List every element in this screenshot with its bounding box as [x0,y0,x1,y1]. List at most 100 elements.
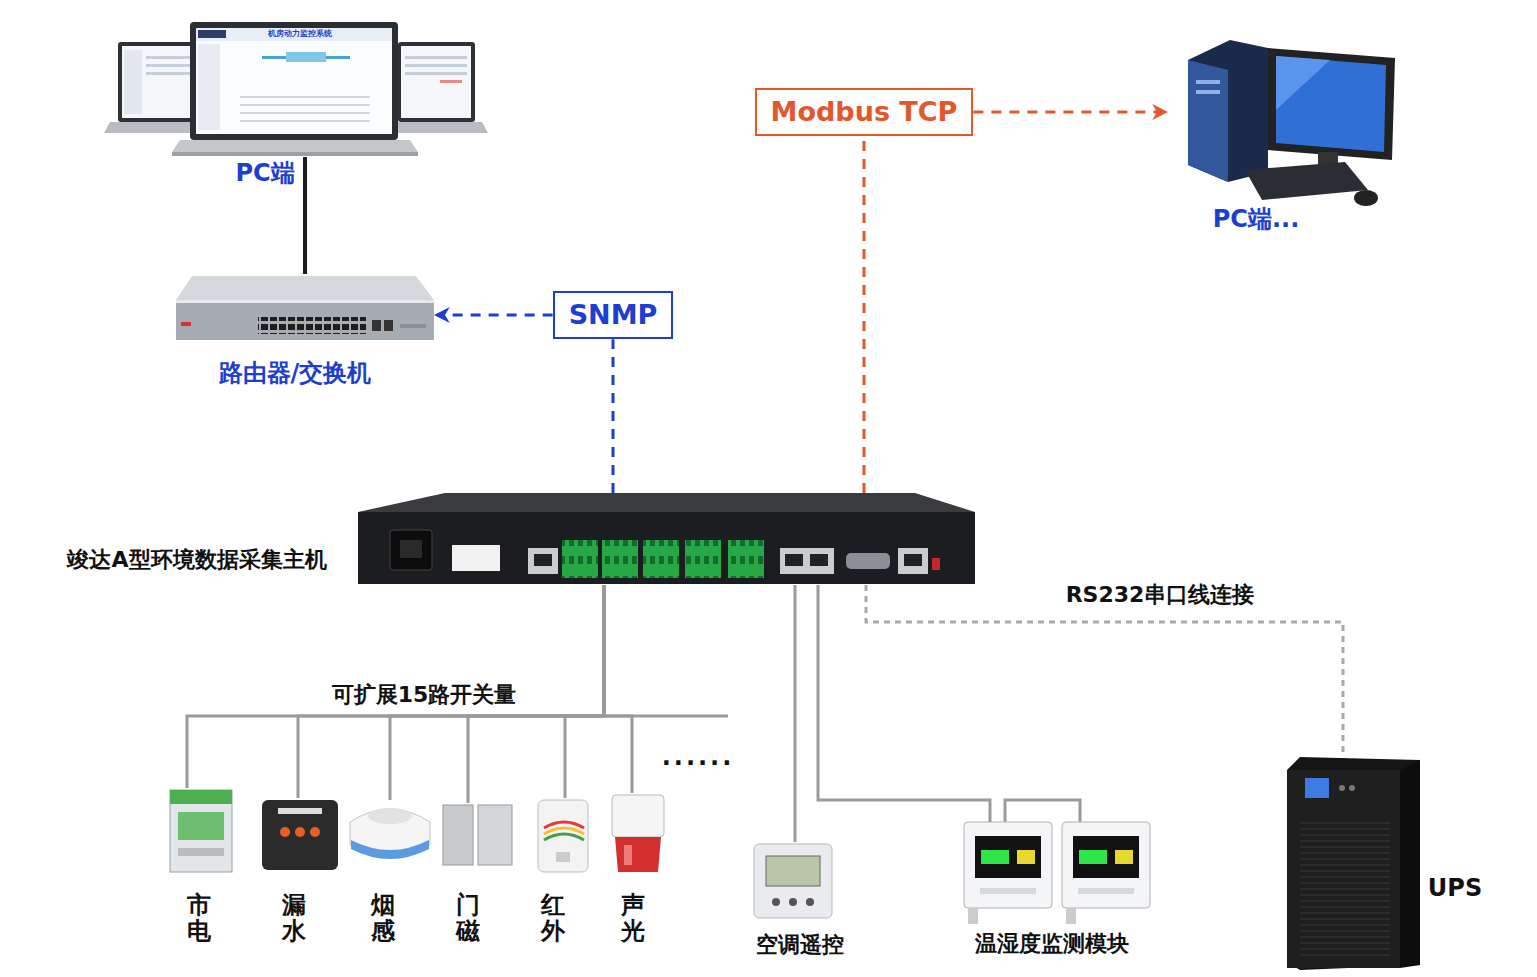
switch-illustration-part [176,300,434,340]
desktop-illustration [1188,40,1395,206]
temp-humidity-illustration-part [975,836,1041,878]
infrared-illustration-part [544,834,584,840]
node-label: PC端 [235,159,294,188]
mains-sensor-illustration-part [178,812,224,840]
host-illustration-part [400,540,422,558]
temp-humidity-illustration-part [1066,908,1076,924]
desktop-illustration-part [1188,40,1268,182]
temp-humidity-module: 温湿度监测模块 [962,822,1152,926]
laptop-illustration-part [240,120,370,122]
host-illustration-part [780,548,834,574]
laptop-illustration-part [146,64,190,67]
switch-illustration-part [258,317,366,334]
water-leak-illustration-part [295,827,305,837]
node-label: 门磁 [456,892,480,945]
temp-humidity-illustration-part [1079,850,1107,864]
ups-illustration-part [1287,757,1420,970]
host-illustration [358,493,975,584]
switch-illustration-part [176,276,434,300]
host-illustration-part [932,558,940,570]
laptop-illustration-part [401,46,471,118]
ac-remote-controller: 空调遥控 [752,842,834,920]
laptop-illustration-part [172,152,418,156]
ellipsis-mark: ...... [662,743,735,772]
infrared-illustration-part [556,852,570,862]
desktop-pc-client: PC端... [1165,35,1397,203]
laptop-illustration-part [405,72,467,75]
temp-humidity-illustration-part [968,908,978,924]
laptop-illustration-part [440,80,462,83]
laptop-illustration-part [146,72,190,75]
laptop-illustration-part [190,22,398,140]
infrared-illustration-part [538,800,588,872]
laptop-illustration-part [262,56,286,59]
node-label: PC端... [1213,205,1300,234]
temp-humidity-illustration-part [1073,836,1139,878]
door-contact-illustration [443,805,512,865]
host-illustration-part [390,530,432,570]
laptop-illustration-part [146,56,190,59]
network-switch: 路由器/交换机 [175,274,435,342]
switch-illustration-part [176,300,434,303]
laptop-illustration-part [240,112,370,114]
mains-power-sensor: 市电 [168,788,236,874]
connector-line [303,157,307,274]
host-illustration-part [685,540,721,578]
laptop-illustration-part [124,50,142,114]
node-label: 烟感 [371,892,395,945]
smoke-detector-illustration-part [368,808,412,824]
ac-remote-illustration [754,844,832,918]
mains-sensor-illustration-part [170,790,232,804]
alarm-illustration-part [624,845,632,865]
connector-line [437,313,553,316]
snmp-box: SNMP [553,291,674,339]
connector-label: RS232串口线连接 [1062,582,1259,608]
smoke-detector-illustration [350,808,430,859]
switch-illustration-part [400,324,426,328]
modbus-tcp-box: Modbus TCP [755,88,974,136]
node-label: 空调遥控 [756,932,844,958]
host-illustration-part [898,548,928,574]
node-label: 竣达A型环境数据采集主机 [67,547,326,573]
smoke-detector: 烟感 [348,800,432,868]
ups-illustration-part [1287,770,1400,968]
host-illustration-part [810,554,828,566]
laptop-illustration-part [198,30,226,38]
desktop-illustration-part [1276,56,1386,152]
node-label: 漏水 [282,892,306,945]
host-illustration-part [643,540,679,578]
door-contact: 门磁 [441,803,514,867]
connector-line [862,136,865,493]
alarm-illustration-part [612,795,664,837]
node-label: 温湿度监测模块 [975,931,1129,957]
door-contact-illustration-part [443,805,473,865]
laptop-illustration-part [196,28,392,41]
host-illustration-part [643,540,679,578]
water-leak-sensor: 漏水 [260,798,340,872]
mains-sensor-illustration [170,790,232,872]
connector-line [611,339,614,493]
water-leak-illustration-part [280,827,290,837]
sound-light-alarm: 声光 [610,793,666,874]
temp-humidity-illustration-part [981,850,1009,864]
laptop-pc-client: PC端 [105,20,487,157]
connector-line [794,585,797,842]
laptop-illustration-part [405,56,467,59]
laptop-illustration-part [240,96,370,98]
laptop-illustration-part [398,122,488,133]
mains-sensor-illustration-part [178,848,224,856]
infrared-detector: 红外 [536,798,590,874]
temp-humidity-illustration-part [1062,822,1150,908]
host-illustration-part [728,540,764,578]
laptop-illustration-part [286,52,326,62]
temp-humidity-illustration-part [1017,850,1035,864]
switch-illustration [176,276,434,340]
ac-remote-illustration-part [766,856,820,886]
temp-humidity-illustration-part [1078,888,1134,894]
desktop-illustration-part [1196,80,1220,84]
ups-illustration-part [1305,778,1329,798]
water-leak-illustration-part [310,827,320,837]
connector-line [298,585,604,798]
